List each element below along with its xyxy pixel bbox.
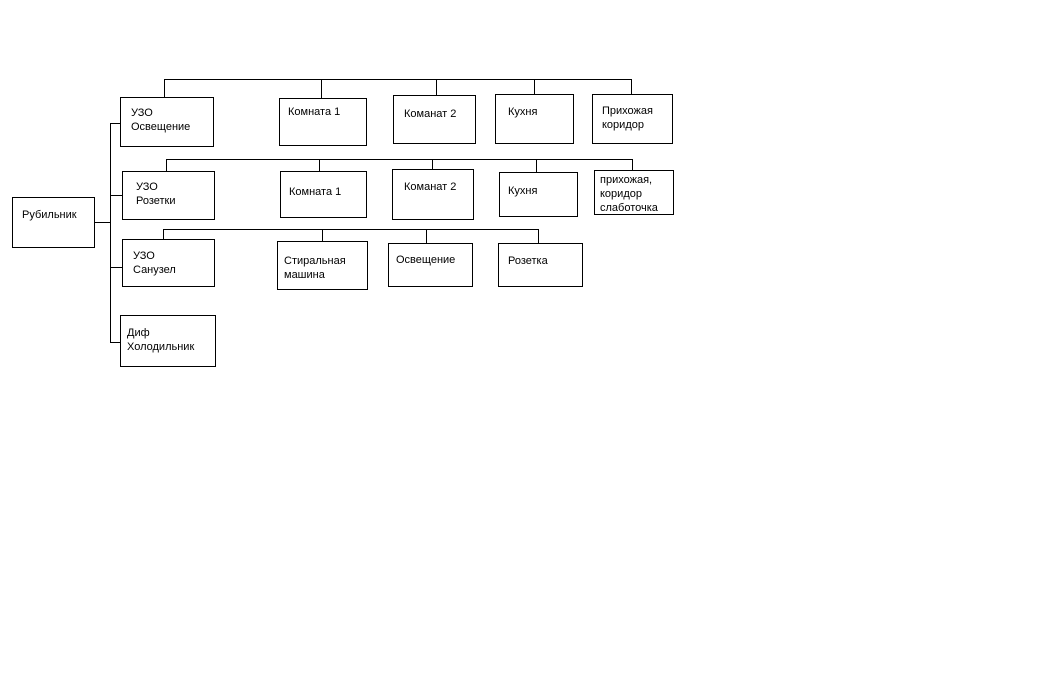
- device-box-rcd-sockets: УЗО Розетки: [122, 171, 215, 220]
- device-box-rcd-lighting: УЗО Освещение: [120, 97, 214, 147]
- circuit-box: Команат 2: [393, 95, 476, 144]
- circuit-box: Кухня: [495, 94, 574, 144]
- circuit-label: Стиральная машина: [284, 255, 346, 281]
- device-label: Диф Холодильник: [127, 327, 195, 353]
- device-label: УЗО Санузел: [133, 250, 176, 276]
- circuit-box: Розетка: [498, 243, 583, 287]
- circuit-label: Команат 2: [404, 108, 457, 120]
- device-label: УЗО Розетки: [136, 181, 176, 207]
- circuit-box: Освещение: [388, 243, 473, 287]
- circuit-box: Кухня: [499, 172, 578, 217]
- circuit-box: прихожая, коридор слаботочка: [594, 170, 674, 215]
- circuit-label: Кухня: [508, 185, 538, 197]
- circuit-label: Розетка: [508, 255, 548, 267]
- device-box-rcd-bathroom: УЗО Санузел: [122, 239, 215, 287]
- circuit-label: прихожая, коридор слаботочка: [600, 174, 658, 214]
- circuit-box: Команат 2: [392, 169, 474, 220]
- circuit-label: Комната 1: [288, 106, 341, 118]
- circuit-label: Кухня: [508, 106, 538, 118]
- device-label: УЗО Освещение: [131, 107, 191, 133]
- circuit-box: Комната 1: [279, 98, 367, 146]
- circuit-label: Прихожая коридор: [602, 105, 653, 131]
- circuit-label: Освещение: [396, 254, 456, 266]
- device-box-rcbo-fridge: Диф Холодильник: [120, 315, 216, 367]
- circuit-box: Стиральная машина: [277, 241, 368, 290]
- circuit-box: Комната 1: [280, 171, 367, 218]
- main-switch-box: Рубильник: [12, 197, 95, 248]
- main-switch-label: Рубильник: [22, 209, 77, 221]
- circuit-box: Прихожая коридор: [592, 94, 673, 144]
- circuit-label: Команат 2: [404, 181, 457, 193]
- circuit-label: Комната 1: [289, 186, 342, 198]
